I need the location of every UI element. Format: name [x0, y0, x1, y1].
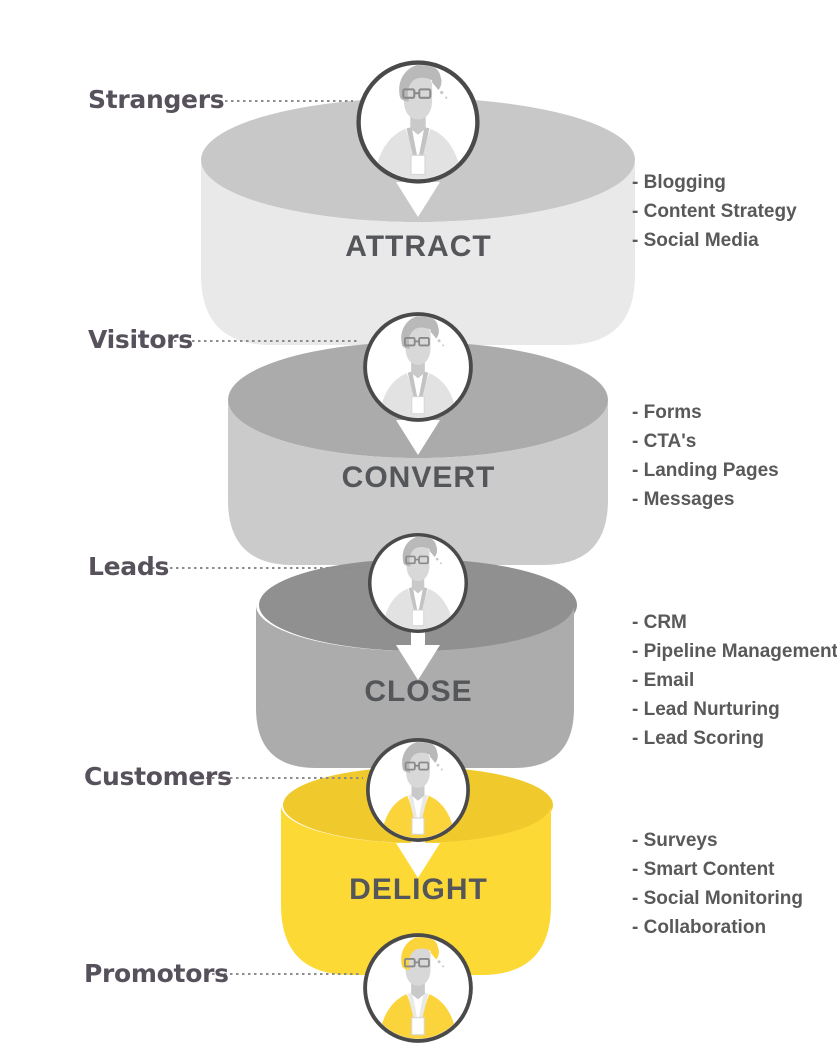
tool-item: - Lead Scoring	[632, 728, 764, 749]
avatar-visitors-icon	[361, 310, 475, 424]
avatar-leads-icon	[366, 531, 470, 635]
tool-item: - Smart Content	[632, 859, 775, 880]
tool-item: - Forms	[632, 402, 702, 423]
audience-label-strangers: Strangers	[88, 85, 225, 114]
avatar-strangers-icon	[354, 58, 482, 186]
stage-attract-body	[201, 160, 635, 345]
tool-item: - Email	[632, 670, 695, 691]
stage-label-delight: DELIGHT	[349, 873, 488, 906]
down-arrow-icon	[396, 167, 440, 217]
down-arrow-icon	[396, 405, 440, 455]
tool-item: - Landing Pages	[632, 460, 779, 481]
tool-item: - Collaboration	[632, 917, 767, 938]
audience-label-leads: Leads	[88, 552, 170, 581]
tool-item: - Social Monitoring	[632, 888, 803, 909]
down-arrow-icon	[396, 630, 440, 680]
down-arrow-icon	[396, 828, 440, 878]
stage-convert-body	[228, 400, 608, 565]
tool-item: - Surveys	[632, 830, 718, 851]
avatar-customers-icon	[364, 736, 472, 844]
tool-item: - Lead Nurturing	[632, 699, 780, 720]
tools-list-delight: - Surveys - Smart Content - Social Monitor…	[632, 826, 837, 942]
stage-label-convert: CONVERT	[341, 461, 496, 494]
tools-list-attract: - Blogging - Content Strategy - Social Med…	[632, 168, 837, 255]
tool-item: - Social Media	[632, 230, 759, 251]
tools-list-close: - CRM - Pipeline Management - Email - Lead …	[632, 608, 837, 753]
tool-item: - CTA's	[632, 431, 697, 452]
tool-item: - Pipeline Management	[632, 641, 837, 662]
audience-label-customers: Customers	[84, 762, 232, 791]
tool-item: - Messages	[632, 489, 735, 510]
tool-item: - CRM	[632, 612, 687, 633]
stage-label-attract: ATTRACT	[345, 230, 492, 263]
audience-label-visitors: Visitors	[88, 325, 193, 354]
tools-list-convert: - Forms - CTA's - Landing Pages - Messages	[632, 398, 837, 514]
stage-close-body	[256, 605, 574, 768]
stage-label-close: CLOSE	[364, 675, 473, 708]
tool-item: - Content Strategy	[632, 201, 797, 222]
audience-label-promotors: Promotors	[84, 959, 229, 988]
tool-item: - Blogging	[632, 172, 726, 193]
avatar-promotors-icon	[361, 931, 475, 1044]
stage-delight-body	[281, 805, 551, 975]
